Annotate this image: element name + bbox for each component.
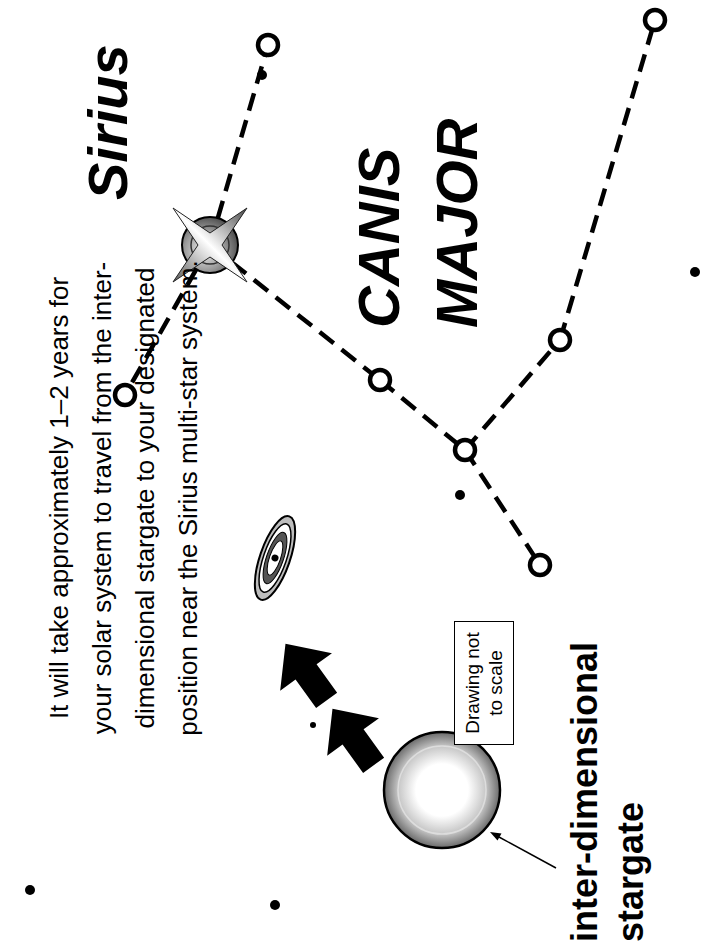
note-text: Drawing not to scale xyxy=(461,627,507,739)
constellation-line xyxy=(465,450,540,565)
orbit-ring xyxy=(264,539,286,577)
stargate-ring xyxy=(398,746,486,834)
star-dot xyxy=(257,70,267,80)
star-circle xyxy=(258,35,278,55)
travel-arrow xyxy=(260,625,353,719)
stargate xyxy=(384,732,500,848)
star-circle xyxy=(370,370,390,390)
leader-line xyxy=(499,837,556,868)
star-dot xyxy=(270,900,280,910)
constellation-line xyxy=(465,340,560,450)
stargate-label: inter-dimensional stargate xyxy=(562,582,654,942)
star-circle xyxy=(550,330,570,350)
star-circle xyxy=(530,555,550,575)
star-name: Sirius xyxy=(76,10,140,200)
leader-arrowhead xyxy=(490,832,502,841)
constellation-name: CANIS MAJOR xyxy=(340,88,496,328)
star-circle xyxy=(645,10,665,30)
star-dot xyxy=(310,722,316,728)
note-box: Drawing not to scale xyxy=(454,621,514,745)
solar-system xyxy=(246,512,303,605)
sun xyxy=(271,554,280,563)
arrow-shape xyxy=(260,625,353,719)
star-dot xyxy=(690,267,700,277)
star-dot xyxy=(25,885,35,895)
orbit-disc xyxy=(246,512,303,605)
constellation-line xyxy=(560,20,655,340)
star-circle xyxy=(455,440,475,460)
star-dot xyxy=(455,490,465,500)
description-text: It will take approximately 1–2 years for… xyxy=(38,258,210,738)
stargate-circle xyxy=(384,732,500,848)
constellation-line xyxy=(380,380,465,450)
orbit-ring xyxy=(258,530,292,587)
orbit-ring xyxy=(252,520,297,596)
constellation-lines xyxy=(125,20,655,565)
